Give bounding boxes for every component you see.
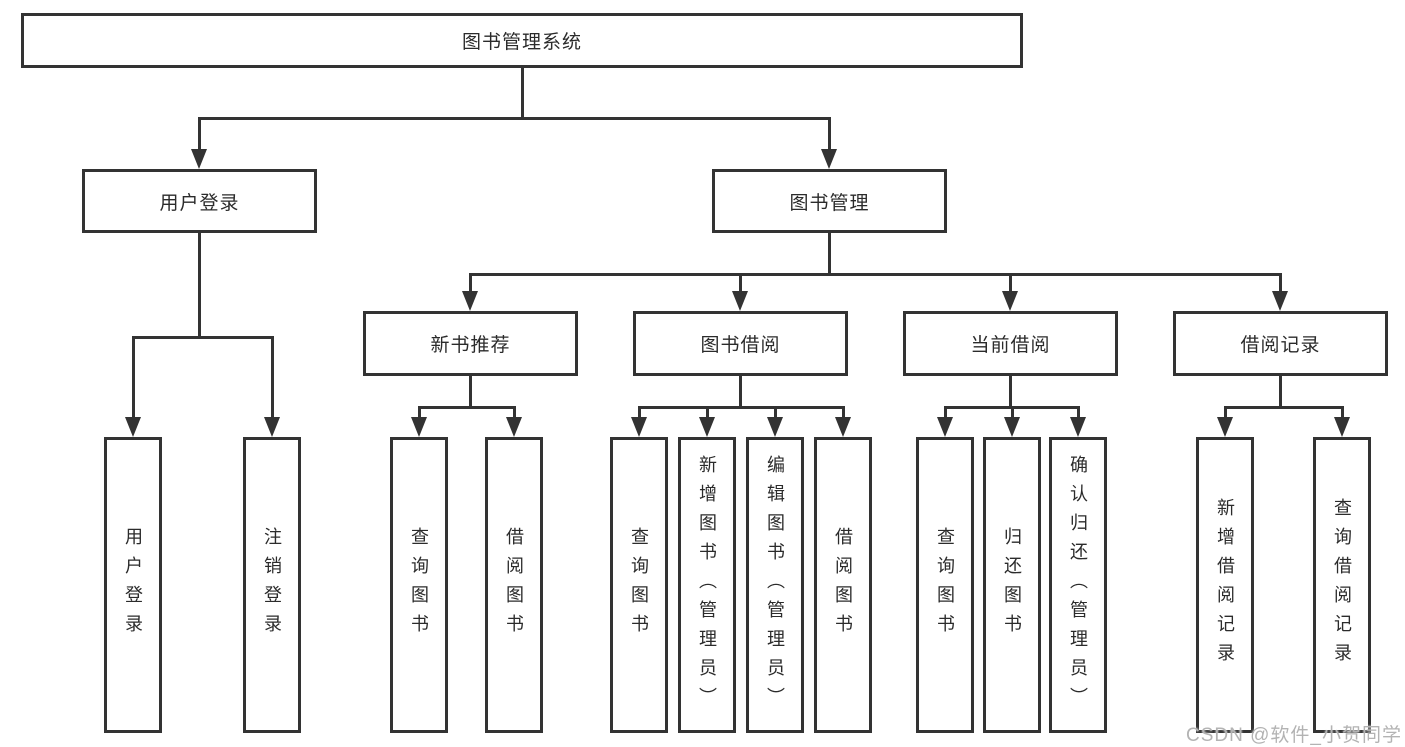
connector-line [739,273,742,292]
leaf-confirm-return-admin: 确认归还（管理员） [1049,437,1107,733]
connector-line [521,68,524,118]
leaf-newbook-query-books-label: 查询图书 [409,527,429,643]
node-borrow-records-label: 借阅记录 [1240,335,1321,356]
node-book-management-label: 图书管理 [789,192,870,214]
leaf-borrow-query-books: 查询图书 [610,437,668,733]
root-node: 图书管理系统 [21,13,1023,68]
connector-line [1279,273,1282,292]
connector-line [469,273,472,292]
connector-line [469,273,1281,276]
csdn-watermark: CSDN @软件_小贺同学 [1186,725,1402,746]
leaf-logout-label: 注销登录 [262,527,282,643]
connector-line [828,233,831,276]
node-new-book-recommend: 新书推荐 [363,311,578,376]
arrowhead-icon [125,417,141,437]
arrowhead-icon [699,417,715,437]
connector-line [198,117,201,151]
arrowhead-icon [732,291,748,311]
root-node-label: 图书管理系统 [461,32,582,53]
node-user-login: 用户登录 [82,169,317,233]
leaf-user-login: 用户登录 [104,437,162,733]
node-borrow-records: 借阅记录 [1173,311,1388,376]
connector-line [828,117,831,151]
arrowhead-icon [1217,417,1233,437]
arrowhead-icon [1002,291,1018,311]
node-current-borrow-label: 当前借阅 [970,335,1051,356]
leaf-edit-books-admin: 编辑图书（管理员） [746,437,804,733]
arrowhead-icon [264,417,280,437]
arrowhead-icon [767,417,783,437]
connector-line [271,336,274,419]
connector-line [1011,406,1014,419]
arrowhead-icon [462,291,478,311]
connector-line [638,406,641,419]
arrowhead-icon [506,417,522,437]
connector-line [944,406,947,419]
connector-line [198,117,831,120]
leaf-confirm-return-admin-label: 确认归还（管理员） [1068,454,1088,716]
connector-line [198,233,201,337]
leaf-current-query-books: 查询图书 [916,437,974,733]
leaf-query-borrow-record-label: 查询借阅记录 [1332,498,1352,672]
connector-line [418,406,421,419]
arrowhead-icon [821,149,837,169]
node-book-borrow-label: 图书借阅 [700,335,781,356]
leaf-query-borrow-record: 查询借阅记录 [1313,437,1371,733]
arrowhead-icon [835,417,851,437]
connector-line [706,406,709,419]
leaf-user-login-label: 用户登录 [123,527,143,643]
leaf-borrow-query-books-label: 查询图书 [629,527,649,643]
leaf-logout: 注销登录 [243,437,301,733]
arrowhead-icon [1272,291,1288,311]
connector-line [1341,406,1344,419]
connector-line [1279,376,1282,409]
connector-line [513,406,516,419]
leaf-borrow-books: 借阅图书 [814,437,872,733]
connector-line [1077,406,1080,419]
leaf-add-books-admin-label: 新增图书（管理员） [697,454,717,716]
arrowhead-icon [411,417,427,437]
arrowhead-icon [1334,417,1350,437]
node-book-management: 图书管理 [712,169,947,233]
leaf-newbook-borrow-books-label: 借阅图书 [504,527,524,643]
arrowhead-icon [191,149,207,169]
leaf-return-books-label: 归还图书 [1002,527,1022,643]
leaf-edit-books-admin-label: 编辑图书（管理员） [765,454,785,716]
arrowhead-icon [631,417,647,437]
arrowhead-icon [937,417,953,437]
node-user-login-label: 用户登录 [159,192,240,214]
connector-line [418,406,515,409]
leaf-newbook-borrow-books: 借阅图书 [485,437,543,733]
leaf-newbook-query-books: 查询图书 [390,437,448,733]
arrowhead-icon [1004,417,1020,437]
connector-line [132,336,273,339]
connector-line [739,376,742,409]
leaf-current-query-books-label: 查询图书 [935,527,955,643]
leaf-add-borrow-record-label: 新增借阅记录 [1215,498,1235,672]
leaf-add-borrow-record: 新增借阅记录 [1196,437,1254,733]
connector-line [1224,406,1343,409]
leaf-return-books: 归还图书 [983,437,1041,733]
connector-line [132,336,135,419]
connector-line [1009,376,1012,409]
node-book-borrow: 图书借阅 [633,311,848,376]
leaf-add-books-admin: 新增图书（管理员） [678,437,736,733]
connector-line [469,376,472,409]
connector-line [774,406,777,419]
connector-line [1224,406,1227,419]
leaf-borrow-books-label: 借阅图书 [833,527,853,643]
connector-line [1009,273,1012,292]
node-new-book-recommend-label: 新书推荐 [430,335,511,356]
connector-line [638,406,845,409]
node-current-borrow: 当前借阅 [903,311,1118,376]
arrowhead-icon [1070,417,1086,437]
connector-line [842,406,845,419]
